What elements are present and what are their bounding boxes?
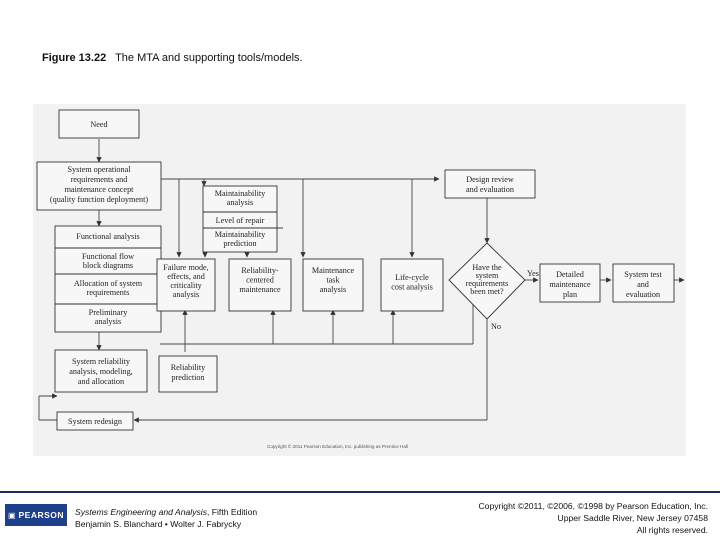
yes-label: Yes [527,269,539,278]
functional-analysis-group [54,225,162,333]
copyright-line-1: Copyright ©2011, ©2006, ©1998 by Pearson… [478,501,708,511]
pearson-logo: ▣ PEARSON [5,504,67,526]
decision-label-line: Have the [472,263,502,272]
need-box [58,109,140,139]
maintainability-group [202,185,278,253]
copyright-line-2: Upper Saddle River, New Jersey 07458 [557,513,708,523]
decision-label-line: been met? [470,287,504,296]
design-review-label-line: and evaluation [466,185,514,194]
publisher-copyright: Copyright ©2011, ©2006, ©1998 by Pearson… [478,500,708,536]
reliability-prediction-label-line: prediction [171,373,204,382]
design-review-label-line: Design review [466,175,514,184]
maintenance-task-label-line: analysis [320,285,346,294]
fmeca-label-line: criticality [170,281,202,290]
footer-rule [0,491,720,493]
functional-analysis-label-line: Functional analysis [76,232,139,241]
life-cycle-cost-label-line: cost analysis [391,283,433,292]
detailed-plan-label-line: maintenance [549,280,591,289]
level-of-repair-label-line: Level of repair [216,216,265,225]
system-requirements-label-line: requirements and [71,175,128,184]
diagram-boxes [36,109,675,431]
preliminary-label-line: analysis [95,317,121,326]
system-reliability-label-line: and allocation [78,377,124,386]
system-test-label-line: System test [624,270,662,279]
system-test-label-line: and [637,280,649,289]
system-test-label-line: evaluation [626,290,660,299]
maintainability-prediction-label-line: prediction [223,239,256,248]
detailed-plan-box [539,263,601,303]
system-requirements-label-line: (quality function deployment) [50,195,148,204]
maintainability-prediction-label-line: Maintainability [215,230,266,239]
figure-copyright: Copyright © 2011 Pearson Education, Inc.… [267,443,408,449]
system-reliability-label-line: System reliability [72,357,131,366]
detailed-plan-label-line: plan [563,290,577,299]
system-redesign-box [56,411,134,431]
system-requirements-label-line: maintenance concept [65,185,135,194]
rcm-label-line: maintenance [239,285,281,294]
logo-text: PEARSON [18,510,65,520]
design-review-box [444,169,536,199]
fmeca-label-line: analysis [173,290,199,299]
detailed-plan-label-line: Detailed [556,270,584,279]
system-reliability-label-line: analysis, modeling, [69,367,132,376]
system-requirements-label-line: System operational [68,165,132,174]
book-edition: , Fifth Edition [207,507,258,517]
system-reliability-box [54,349,148,393]
fmeca-label-line: effects, and [167,272,205,281]
book-title: Systems Engineering and Analysis [75,507,207,517]
system-redesign-label-line: System redesign [68,417,122,426]
decision-label-line: requirements [466,279,509,288]
maintenance-task-box [302,258,364,312]
flow-block-label-line: block diagrams [83,261,133,270]
reliability-prediction-label-line: Reliability [171,363,206,372]
decision-label-line: system [476,271,499,280]
system-requirements-box [36,161,162,211]
allocation-label-line: requirements [87,288,130,297]
rcm-box [228,258,292,312]
figure-number: Figure 13.22 [42,52,107,64]
maintenance-task-label-line: Maintenance [312,266,355,275]
maintainability-analysis-label-line: Maintainability [215,189,266,198]
maintainability-analysis-label-line: analysis [227,198,253,207]
allocation-label-line: Allocation of system [74,279,143,288]
no-label: No [491,322,501,331]
life-cycle-cost-label-line: Life-cycle [395,273,429,282]
rcm-label-line: Reliability- [241,266,279,275]
life-cycle-cost-box [380,258,444,312]
copyright-line-3: All rights reserved. [636,525,708,535]
preliminary-label-line: Preliminary [89,308,129,317]
reliability-prediction-box [158,355,218,393]
flow-block-label-line: Functional flow [82,252,134,261]
figure-caption: Figure 13.22 The MTA and supporting tool… [42,52,303,64]
fmeca-box [156,258,216,312]
book-authors: Benjamin S. Blanchard • Wolter J. Fabryc… [75,519,242,529]
figure-title: The MTA and supporting tools/models. [115,52,303,64]
rcm-label-line: centered [246,276,274,285]
maintenance-task-label-line: task [326,276,340,285]
pearson-mark-icon: ▣ [7,510,16,520]
need-label-line: Need [90,120,107,129]
system-test-box [612,263,675,303]
book-info: Systems Engineering and Analysis, Fifth … [75,506,257,530]
book-title-line: Systems Engineering and Analysis, Fifth … [75,506,257,518]
fmeca-label-line: Failure mode, [163,263,208,272]
decision-diamond [448,242,526,320]
